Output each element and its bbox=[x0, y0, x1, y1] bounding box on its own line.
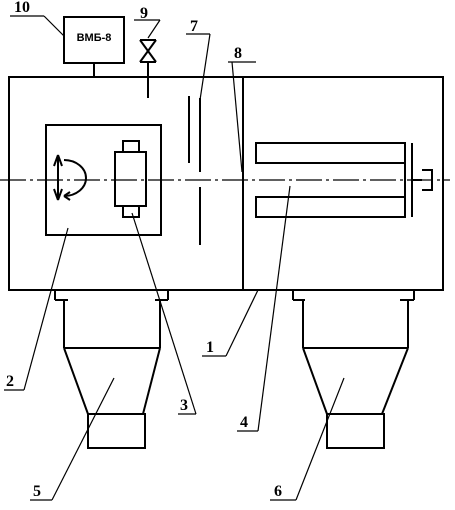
label-3: 3 bbox=[180, 397, 188, 414]
label-2: 2 bbox=[6, 373, 14, 390]
sample-target-cap-bottom bbox=[122, 205, 140, 218]
sample-target bbox=[114, 151, 147, 207]
label-9: 9 bbox=[140, 5, 148, 22]
label-6: 6 bbox=[274, 483, 282, 500]
right-pump bbox=[292, 290, 415, 449]
label-5: 5 bbox=[33, 483, 41, 500]
main-chamber bbox=[8, 76, 444, 291]
leader-lines bbox=[4, 15, 345, 501]
gauge-box-label: ВМБ-8 bbox=[77, 32, 112, 44]
label-7: 7 bbox=[190, 18, 198, 35]
gun-upper-plate bbox=[255, 142, 406, 164]
valve-icon bbox=[139, 39, 157, 98]
sample-target-cap-top bbox=[122, 140, 140, 153]
label-8: 8 bbox=[234, 45, 242, 62]
label-1: 1 bbox=[206, 339, 214, 356]
left-pump bbox=[54, 290, 169, 449]
label-4: 4 bbox=[240, 414, 248, 431]
rotation-arrow-icon bbox=[53, 154, 87, 201]
label-10: 10 bbox=[14, 0, 30, 16]
gun-lower-plate bbox=[255, 196, 406, 218]
